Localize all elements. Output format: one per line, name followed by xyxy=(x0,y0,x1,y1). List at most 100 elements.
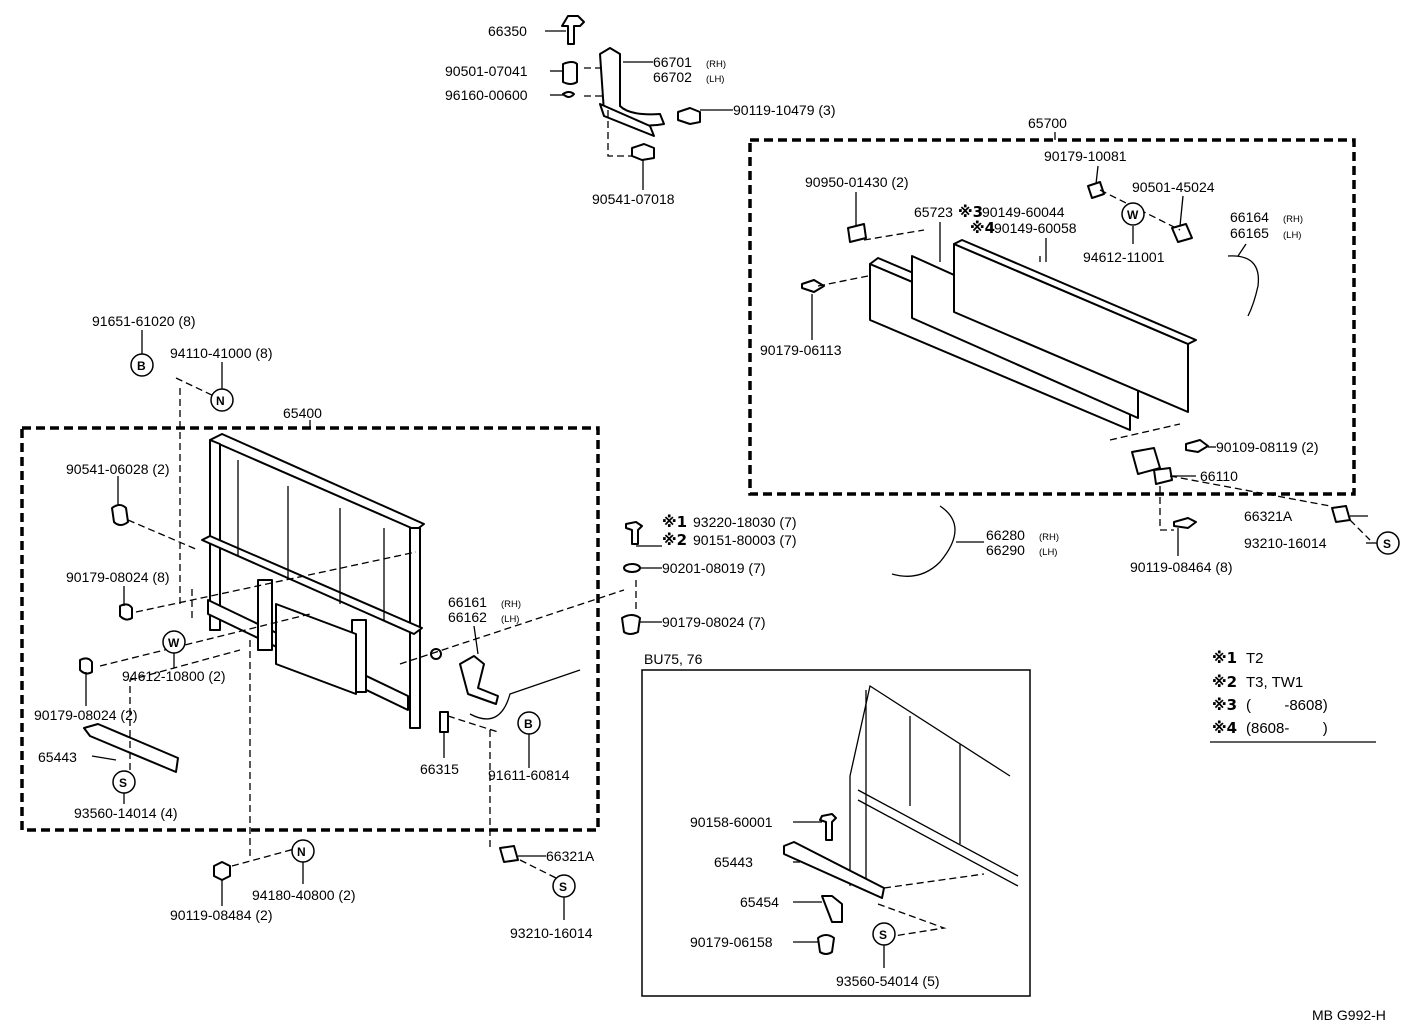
bracket-assembly xyxy=(561,15,701,161)
callout-90179-08024-2[interactable]: 90179-08024 (2) xyxy=(34,707,138,723)
inset-title: BU75, 76 xyxy=(644,651,703,667)
callout-93560-54014[interactable]: 93560-54014 (5) xyxy=(836,973,940,989)
svg-text:W: W xyxy=(1127,208,1139,222)
legend: ※1 T2 ※2 T3, TW1 ※3 ( -8608) ※4 (8608- ) xyxy=(1210,649,1376,743)
callout-94612-10800[interactable]: 94612-10800 (2) xyxy=(122,668,226,684)
footer-code: MB G992-H xyxy=(1312,1007,1386,1023)
callout-90158-60001[interactable]: 90158-60001 xyxy=(690,814,773,830)
callout-65443[interactable]: 65443 xyxy=(38,749,77,765)
note-mark-1: ※1 xyxy=(662,513,687,531)
callout-90149-60058[interactable]: 90149-60058 xyxy=(994,220,1077,236)
side-mark-lh: (LH) xyxy=(706,74,724,85)
callout-91611-60814[interactable]: 91611-60814 xyxy=(488,767,570,783)
headboard-frame xyxy=(79,377,643,881)
svg-text:W: W xyxy=(168,636,180,650)
side-mark-lh: (LH) xyxy=(1039,547,1057,558)
legend-mark-4: ※4 xyxy=(1212,719,1237,737)
callout-90151-80003[interactable]: 90151-80003 (7) xyxy=(693,532,797,548)
circle-bolt-symbol: B xyxy=(517,711,541,735)
callout-66161[interactable]: 66161 xyxy=(448,594,487,610)
callout-90950-01430[interactable]: 90950-01430 (2) xyxy=(805,174,909,190)
legend-text-1: T2 xyxy=(1246,650,1264,667)
circle-bolt-symbol: B xyxy=(130,353,154,377)
side-mark-lh: (LH) xyxy=(501,614,519,625)
callout-90201-08019[interactable]: 90201-08019 (7) xyxy=(662,560,766,576)
svg-text:N: N xyxy=(297,845,306,859)
svg-text:S: S xyxy=(1383,537,1391,551)
side-mark-rh: (RH) xyxy=(1039,532,1059,543)
callout-66701[interactable]: 66701 xyxy=(653,54,692,70)
circle-screw-symbol: S xyxy=(552,874,576,898)
callout-91651-61020[interactable]: 91651-61020 (8) xyxy=(92,313,196,329)
callout-93560-14014[interactable]: 93560-14014 (4) xyxy=(74,805,178,821)
callout-90179-06158[interactable]: 90179-06158 xyxy=(690,934,773,950)
callout-66290[interactable]: 66290 xyxy=(986,542,1025,558)
svg-text:N: N xyxy=(216,394,225,408)
callout-90119-08484[interactable]: 90119-08484 (2) xyxy=(170,907,272,923)
callout-90541-07018[interactable]: 90541-07018 xyxy=(592,191,675,207)
group-label-65400[interactable]: 65400 xyxy=(283,405,322,421)
legend-text-3: ( -8608) xyxy=(1246,697,1328,714)
legend-mark-1: ※1 xyxy=(1212,649,1237,667)
callout-66165[interactable]: 66165 xyxy=(1230,225,1269,241)
callout-90179-08024-7[interactable]: 90179-08024 (7) xyxy=(662,614,766,630)
callout-66702[interactable]: 66702 xyxy=(653,69,692,85)
svg-text:B: B xyxy=(137,359,146,373)
svg-text:B: B xyxy=(524,717,533,731)
circle-screw-symbol: S xyxy=(112,770,136,794)
inset-frame xyxy=(783,684,1019,955)
svg-text:S: S xyxy=(879,928,887,942)
legend-mark-3: ※3 xyxy=(1212,696,1237,714)
circle-screw-symbol: S xyxy=(1376,531,1400,555)
callout-93210-16014-left[interactable]: 93210-16014 xyxy=(510,925,593,941)
callout-94110-41000[interactable]: 94110-41000 (8) xyxy=(170,345,272,361)
callout-66321A-right[interactable]: 66321A xyxy=(1244,508,1293,524)
callout-90501-45024[interactable]: 90501-45024 xyxy=(1132,179,1215,195)
legend-text-4: (8608- ) xyxy=(1246,720,1328,737)
callout-90179-06113[interactable]: 90179-06113 xyxy=(760,342,842,358)
svg-text:S: S xyxy=(559,880,567,894)
svg-text:S: S xyxy=(119,776,127,790)
callout-90179-10081[interactable]: 90179-10081 xyxy=(1044,148,1127,164)
circle-washer-symbol: W xyxy=(1121,202,1145,226)
callout-90119-08464[interactable]: 90119-08464 (8) xyxy=(1130,559,1232,575)
callout-66280[interactable]: 66280 xyxy=(986,527,1025,543)
note-mark-3: ※3 xyxy=(958,203,983,221)
side-mark-lh: (LH) xyxy=(1283,230,1301,241)
callout-93210-16014-right[interactable]: 93210-16014 xyxy=(1244,535,1327,551)
legend-text-2: T3, TW1 xyxy=(1246,674,1303,691)
callout-65723[interactable]: 65723 xyxy=(914,204,953,220)
callout-90501-07041[interactable]: 90501-07041 xyxy=(445,63,528,79)
callout-90119-10479[interactable]: 90119-10479 (3) xyxy=(733,102,835,118)
callout-66164[interactable]: 66164 xyxy=(1230,209,1269,225)
callout-94180-40800[interactable]: 94180-40800 (2) xyxy=(252,887,356,903)
callout-66350[interactable]: 66350 xyxy=(488,23,527,39)
circle-screw-symbol: S xyxy=(872,922,896,946)
rod-66280 xyxy=(891,505,956,577)
side-mark-rh: (RH) xyxy=(501,599,521,610)
callout-94612-11001[interactable]: 94612-11001 xyxy=(1083,249,1165,265)
side-mark-rh: (RH) xyxy=(706,59,726,70)
leader-lines xyxy=(85,30,1377,968)
group-box-65700 xyxy=(748,138,1356,496)
callout-66162[interactable]: 66162 xyxy=(448,609,487,625)
callout-65454[interactable]: 65454 xyxy=(740,894,779,910)
note-mark-4: ※4 xyxy=(970,219,995,237)
tail-gate-assembly xyxy=(801,181,1371,541)
callout-66321A-left[interactable]: 66321A xyxy=(546,848,595,864)
group-label-65700[interactable]: 65700 xyxy=(1028,115,1067,131)
callout-90149-60044[interactable]: 90149-60044 xyxy=(982,204,1065,220)
legend-mark-2: ※2 xyxy=(1212,673,1237,691)
callout-65443-inset[interactable]: 65443 xyxy=(714,854,753,870)
circle-nut-symbol: N xyxy=(291,839,315,863)
callout-66315[interactable]: 66315 xyxy=(420,761,459,777)
note-mark-2: ※2 xyxy=(662,531,687,549)
callout-90179-08024-8[interactable]: 90179-08024 (8) xyxy=(66,569,170,585)
callout-66110[interactable]: 66110 xyxy=(1200,468,1238,484)
inset-box xyxy=(641,669,1031,997)
callout-96160-00600[interactable]: 96160-00600 xyxy=(445,87,528,103)
callout-90109-08119[interactable]: 90109-08119 (2) xyxy=(1216,439,1318,455)
callout-90541-06028[interactable]: 90541-06028 (2) xyxy=(66,461,170,477)
callout-93220-18030[interactable]: 93220-18030 (7) xyxy=(693,514,797,530)
